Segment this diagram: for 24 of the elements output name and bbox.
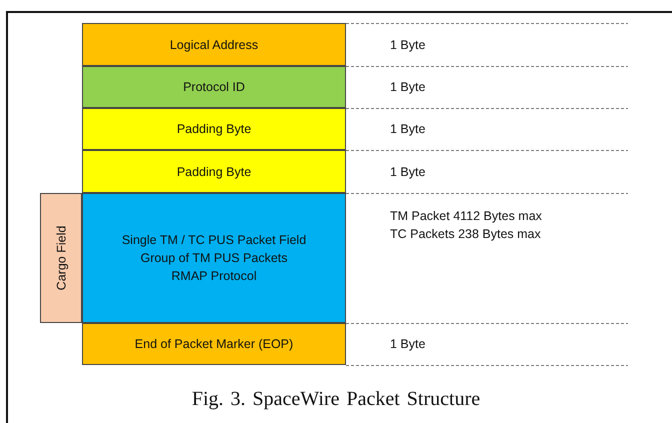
field-box <box>82 323 346 365</box>
field-label: Protocol ID <box>183 79 245 96</box>
field-label: Cargo Field <box>53 226 69 290</box>
field-label: Padding Byte <box>176 121 252 138</box>
figure-caption: Fig. 3. SpaceWire Packet Structure <box>190 388 482 411</box>
side-bracket-box <box>40 193 82 323</box>
size-note: 1 Byte <box>390 336 426 353</box>
field-label: Logical Address <box>170 36 258 54</box>
size-note: 1 Byte <box>390 36 426 54</box>
field-label: Padding Byte <box>176 164 252 180</box>
field-label: RMAP Protocol <box>171 268 257 285</box>
size-note: 1 Byte <box>390 164 426 180</box>
field-box <box>82 23 346 66</box>
field-label: End of Packet Marker (EOP) <box>134 336 294 353</box>
size-note: 1 Byte <box>390 79 426 96</box>
field-label: Single TM / TC PUS Packet Field <box>122 232 306 249</box>
size-note: TC Packets 238 Bytes max <box>390 226 542 243</box>
size-note: TM Packet 4112 Bytes max <box>390 208 542 225</box>
field-box <box>82 193 346 323</box>
field-box <box>82 108 346 150</box>
size-note: 1 Byte <box>390 121 426 138</box>
field-box <box>82 66 346 108</box>
field-box <box>82 150 346 193</box>
field-label: Group of TM PUS Packets <box>140 250 288 267</box>
